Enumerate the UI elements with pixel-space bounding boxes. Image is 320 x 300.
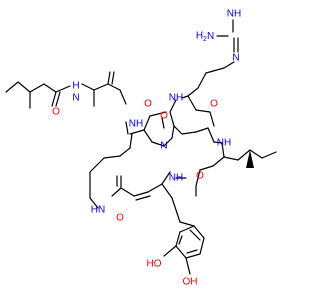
n-guanidine-label: N [232, 53, 239, 64]
h-left-label: H [72, 81, 79, 92]
nh-label: NH [227, 9, 241, 20]
nh-tyr-label: NH [169, 173, 183, 184]
chemical-structure-diagram: NH H2N N NH O N H O O NH O N NH O NH HN … [5, 9, 277, 288]
isoleucine-side-chain [223, 149, 277, 168]
catechol-ring [163, 209, 205, 275]
h2n-label: H2N [196, 31, 214, 43]
hn-ring-label: HN [91, 205, 105, 216]
guanidine-group [216, 19, 239, 69]
nh-ile-label: NH [217, 138, 231, 149]
oh-label: OH [183, 277, 198, 288]
macrocycle-backbone [89, 95, 225, 209]
molecule-canvas: NH H2N N NH O N H O O NH O N NH O NH HN … [5, 8, 277, 288]
o-top-ring-label: O [144, 99, 152, 110]
o-ile-label: O [196, 171, 204, 182]
o-left-amide-label: O [52, 107, 60, 118]
ho-label: HO [147, 259, 162, 270]
o-arg-label: O [210, 99, 218, 110]
n-macro-top-label: N [160, 141, 167, 152]
alkene-linker [161, 183, 177, 211]
arginine-side-chain [187, 67, 225, 97]
n-left-label: N [72, 93, 79, 104]
nh-arg-label: NH [169, 93, 183, 104]
atom-labels: NH H2N N NH O N H O O NH O N NH O NH HN … [52, 9, 241, 288]
o-center-label: O [160, 111, 168, 122]
o-lower-left-label: O [116, 213, 124, 224]
left-acyl-chain [5, 71, 127, 109]
nh-macro-label: NH [129, 119, 143, 130]
